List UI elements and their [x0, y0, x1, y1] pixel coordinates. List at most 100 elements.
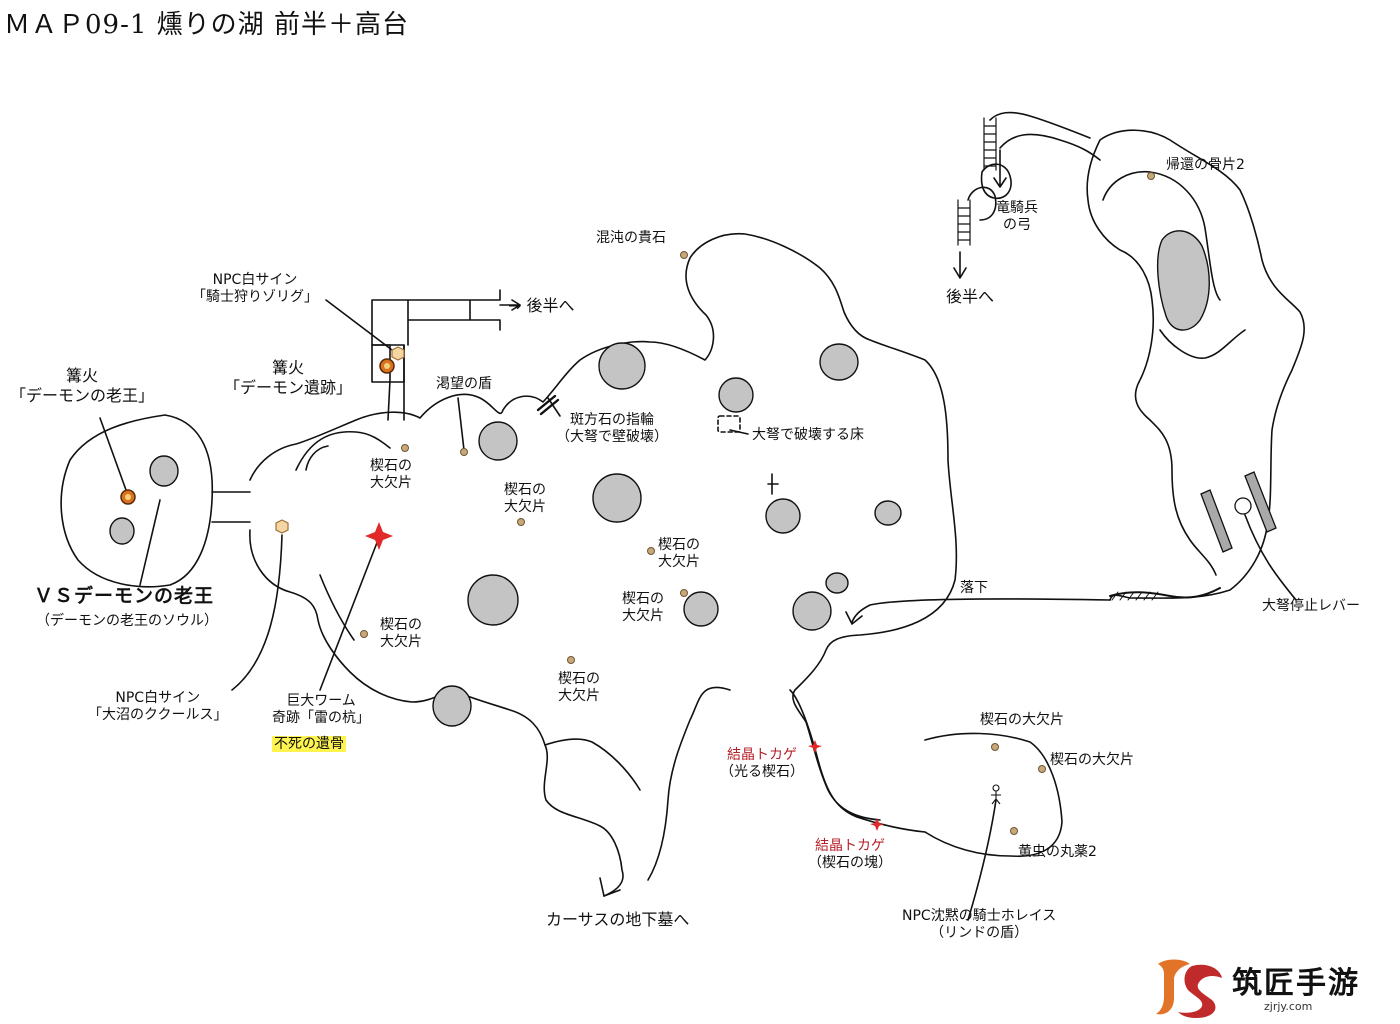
item-marker-12 [1010, 827, 1018, 835]
rock-13 [792, 591, 832, 631]
lake-outline-south [319, 574, 641, 791]
npc-horace-figure [991, 784, 1001, 805]
label-crystal-lizard-2-line1: 結晶トカゲ [815, 838, 885, 854]
label-longing-shield: 渇望の盾 [436, 376, 492, 392]
label-wedge-e-line1: 楔石の [380, 617, 422, 633]
upper-passage [371, 289, 501, 421]
label-npc-horace-line2: （リンドの盾） [930, 925, 1029, 941]
rock-4 [718, 377, 754, 413]
rock-7 [592, 473, 642, 523]
label-to-latter-half: → 後半へ [508, 296, 575, 315]
undead-bone-highlight: 不死の遺骨 [272, 736, 346, 752]
plateau-outline [1086, 129, 1305, 601]
lake-outline-bottom [249, 529, 624, 897]
label-wedge-e-line2: 大欠片 [380, 634, 422, 650]
label-npc-zorig-line2: 「騎士狩りゾリグ」 [192, 289, 318, 305]
label-giant-worm: 巨大ワーム 奇跡「雷の杭」 [272, 693, 370, 727]
label-bonfire-ruins-line2: 「デーモン遺跡」 [224, 378, 353, 397]
label-giant-worm-line1: 巨大ワーム [286, 693, 356, 709]
leader-bonfire-king [99, 417, 127, 491]
label-bonfire-king-line1: 篝火 [66, 366, 99, 385]
label-speckled-ring-line1: 斑方石の指輪 [570, 412, 654, 428]
label-to-latter-half-2: 後半へ [946, 287, 995, 306]
item-marker-2 [1147, 172, 1155, 180]
lever-post [767, 473, 779, 495]
leader-horace [967, 799, 997, 921]
label-dragon-bow: 竜騎兵 の弓 [996, 200, 1038, 234]
crystal-lizard-1-marker [808, 740, 822, 753]
down-arrow-upper [993, 149, 1007, 188]
item-marker-10 [991, 743, 999, 751]
item-marker-11 [1038, 765, 1046, 773]
rope-bridge-twist [1111, 591, 1159, 601]
label-bonfire-ruins: 篝火 「デーモン遺跡」 [224, 358, 352, 398]
label-dragon-bow-line2: の弓 [1003, 217, 1031, 233]
giant-worm-star [365, 522, 393, 550]
label-speckled-ring: 斑方石の指輪 （大弩で壁破壊） [556, 412, 668, 446]
rock-11 [683, 591, 719, 627]
lake-outline-right-lower [647, 686, 731, 881]
label-wedge-d-line1: 楔石の [622, 591, 664, 607]
rock-8 [765, 498, 801, 534]
rock-6 [478, 421, 518, 461]
boss-corridor [211, 491, 251, 523]
leader-boss [139, 499, 161, 586]
label-moss: 黄虫の丸薬2 [1018, 844, 1097, 860]
item-marker-7 [680, 589, 688, 597]
upper-passage-rooms [371, 344, 405, 383]
label-wedge-large-2: 楔石の大欠片 [1050, 752, 1134, 768]
label-npc-zorig: NPC白サイン 「騎士狩りゾリグ」 [192, 272, 318, 306]
label-giant-worm-line2: 奇跡「雷の杭」 [272, 710, 370, 726]
label-wedge-b: 楔石の 大欠片 [504, 482, 546, 516]
label-wedge-a-line2: 大欠片 [370, 475, 412, 491]
fall-arrow [845, 598, 1111, 625]
lower-room-outline [924, 732, 1063, 858]
label-wedge-f: 楔石の 大欠片 [558, 671, 600, 705]
label-wedge-c-line1: 楔石の [658, 537, 700, 553]
label-crystal-lizard-1-line2: （光る楔石） [720, 764, 804, 780]
plateau-pool [1157, 230, 1210, 331]
label-npc-zorig-line1: NPC白サイン [212, 272, 298, 288]
bonfire-king-marker [120, 489, 136, 505]
leader-lever [1244, 514, 1297, 601]
to-latter-arrow-head [511, 299, 521, 311]
npc-sign-kukulus-marker [275, 519, 289, 534]
label-return-bone: 帰還の骨片2 [1166, 157, 1245, 173]
label-wedge-e: 楔石の 大欠片 [380, 617, 422, 651]
label-bonfire-king: 篝火 「デーモンの老王」 [10, 366, 154, 406]
rock-1 [149, 455, 179, 487]
label-wedge-a: 楔石の 大欠片 [370, 458, 412, 492]
label-npc-horace-line1: NPC沈黙の騎士ホレイス [902, 908, 1057, 924]
label-undead-bone: 不死の遺骨 [272, 736, 346, 753]
leader-zorig [325, 299, 393, 351]
label-ballista-lever: 大弩停止レバー [1262, 598, 1360, 614]
boss-arena-outline [60, 414, 214, 588]
npc-sign-zorig-marker [391, 346, 405, 361]
ladder-lower [957, 199, 971, 246]
site-logo: 筑匠手游 zjrjy.com [1152, 956, 1392, 1020]
label-speckled-ring-line2: （大弩で壁破壊） [556, 429, 668, 445]
label-dragon-bow-line1: 竜騎兵 [996, 200, 1038, 216]
label-bonfire-king-line2: 「デーモンの老王」 [10, 386, 155, 405]
label-npc-kukulus: NPC白サイン 「大沼のククールス」 [88, 690, 227, 724]
rock-14 [432, 685, 472, 727]
label-npc-horace: NPC沈黙の騎士ホレイス （リンドの盾） [902, 908, 1056, 942]
leader-shield [457, 397, 465, 451]
label-to-catacombs: カーサスの地下墓へ [546, 910, 690, 929]
item-marker-4 [460, 448, 468, 456]
wall-crack [536, 394, 560, 416]
label-crystal-lizard-2: 結晶トカゲ （楔石の塊） [808, 838, 892, 872]
item-marker-6 [647, 547, 655, 555]
label-fall: 落下 [960, 580, 988, 596]
label-crystal-lizard-1: 結晶トカゲ （光る楔石） [720, 747, 804, 781]
rock-2 [109, 517, 135, 545]
label-wedge-b-line2: 大欠片 [504, 499, 546, 515]
upper-tower [989, 111, 1101, 161]
item-marker-1 [680, 251, 688, 259]
rock-5 [819, 343, 859, 381]
ladder-upper [983, 117, 997, 171]
logo-name: 筑匠手游 [1232, 966, 1360, 1001]
label-boss-soul: （デーモンの老王のソウル） [36, 613, 218, 629]
label-chaos-stone: 混沌の貴石 [596, 230, 666, 246]
tower-room [980, 163, 1012, 200]
